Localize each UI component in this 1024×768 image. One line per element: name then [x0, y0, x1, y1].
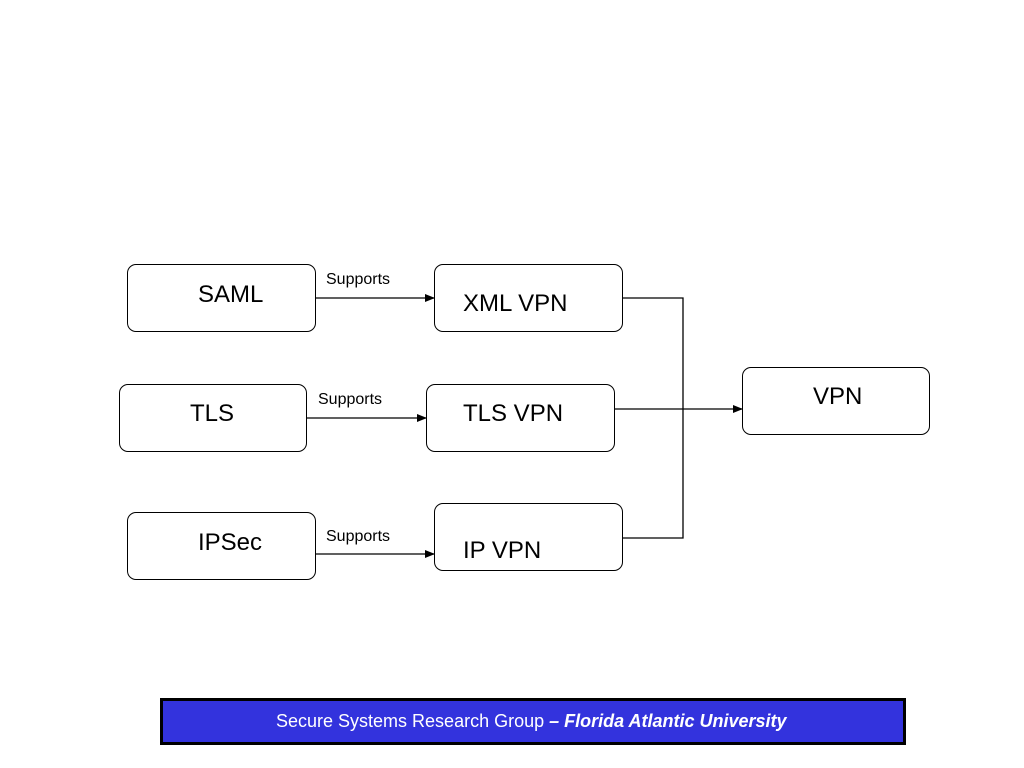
node-vpn-label: VPN: [813, 383, 863, 410]
edge-label-tls-tls-vpn: Supports: [318, 391, 383, 408]
footer-text: Secure Systems Research Group – Florida …: [276, 701, 787, 742]
footer-separator: –: [544, 711, 565, 731]
node-tls-label: TLS: [190, 400, 235, 427]
footer-banner: Secure Systems Research Group – Florida …: [160, 698, 906, 745]
node-saml: SAML: [127, 264, 316, 332]
footer-university-name: Florida Atlantic University: [564, 711, 787, 731]
node-saml-label: SAML: [198, 281, 264, 308]
ip-vpn-to-bus-connector: [623, 409, 684, 539]
node-ipsec: IPSec: [127, 512, 316, 580]
node-ipsec-label: IPSec: [198, 529, 263, 556]
node-xml-vpn: XML VPN: [434, 264, 623, 332]
node-ip-vpn-label: IP VPN: [463, 537, 542, 564]
node-tls-vpn-label: TLS VPN: [463, 400, 564, 427]
edge-label-saml-xml-vpn: Supports: [326, 271, 391, 288]
footer-group-name: Secure Systems Research Group: [276, 711, 545, 731]
node-xml-vpn-label: XML VPN: [463, 290, 568, 317]
node-ip-vpn: IP VPN: [434, 503, 623, 571]
node-tls-vpn: TLS VPN: [426, 384, 615, 452]
edge-label-ipsec-ip-vpn: Supports: [326, 528, 391, 545]
node-vpn: VPN: [742, 367, 930, 435]
node-tls: TLS: [119, 384, 307, 452]
xml-vpn-to-bus-connector: [623, 297, 684, 409]
